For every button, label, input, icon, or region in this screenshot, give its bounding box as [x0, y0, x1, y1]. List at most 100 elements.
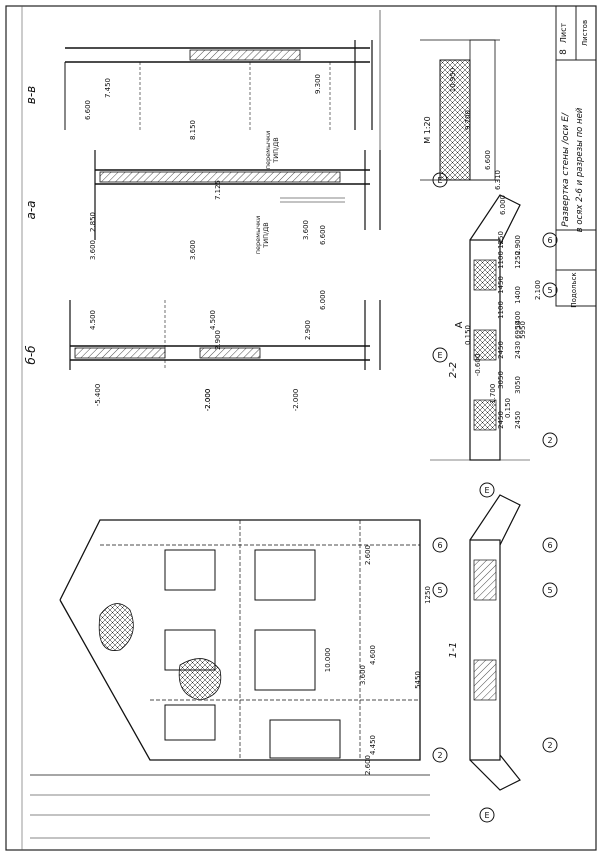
dimension-label: 6950 — [514, 321, 522, 339]
dimension-label: 2450 — [514, 411, 522, 429]
axis-label: Е — [484, 486, 489, 495]
axis-label: 2 — [437, 751, 442, 760]
title-line-2: в осях 2-6 и разрезы по ней — [575, 107, 585, 232]
note-lintel-2: ТИП/ДВ — [272, 137, 280, 163]
section-label-aa: а-а — [24, 200, 38, 219]
plan-11 — [469, 494, 521, 791]
plan-label-22: 2-2 — [448, 362, 459, 378]
dimension-label: 9.300 — [314, 74, 322, 94]
axis-label: 2 — [547, 741, 552, 750]
dimension-label: 6.600 — [484, 150, 492, 170]
dimension-label: 2450 — [497, 341, 505, 359]
axis-label: 2 — [547, 436, 552, 445]
axis-label: Е — [437, 176, 442, 185]
sheet-frame — [5, 5, 597, 851]
stone-patch — [98, 603, 134, 651]
dimension-label: 0.150 — [504, 398, 512, 418]
dimension-label: 4.600 — [369, 645, 377, 665]
axis-label: 5 — [437, 586, 442, 595]
wall-detail — [420, 39, 500, 181]
dimension-label: 1250 — [497, 231, 505, 249]
dimension-label: 2430 — [514, 341, 522, 359]
axis-label: 6 — [547, 541, 552, 550]
dimension-label: -1.700 — [489, 384, 497, 407]
scale-mark: М 1:20 — [423, 116, 432, 143]
note-lintel-3: перемычки — [254, 216, 262, 254]
dimension-label: 8.150 — [189, 120, 197, 140]
window — [254, 549, 316, 601]
plan-22 — [430, 194, 530, 461]
dimension-label: 1100 — [497, 301, 505, 319]
section-label-bb: б-б — [24, 345, 38, 365]
dimension-label: 3.600 — [302, 220, 310, 240]
dimension-label: 2.900 — [514, 235, 522, 255]
dimension-label: 5450 — [414, 671, 422, 689]
note-lintel-1: перемычки — [264, 131, 272, 169]
dimension-label: 7.125 — [214, 180, 222, 200]
section-label-vv: в-в — [24, 86, 38, 104]
dimension-label: 3050 — [497, 371, 505, 389]
dimension-label: 10.950 — [449, 68, 457, 93]
window — [254, 629, 316, 691]
dimension-label: 3050 — [514, 376, 522, 394]
section-bb — [69, 300, 381, 370]
dimension-label: 10.000 — [324, 648, 332, 673]
dimension-label: 1400 — [514, 311, 522, 329]
dimension-label: 3.600 — [189, 240, 197, 260]
dimension-labels: 7.450 6.600 3.600 -5.400 2.850 4.500 -2.000 8.1… — [84, 68, 542, 775]
wall-elevation — [30, 519, 430, 839]
section-aa — [94, 150, 381, 240]
axis-label: 5 — [547, 286, 552, 295]
plan-label-11: 1-1 — [448, 642, 459, 658]
dimension-label: 2450 — [497, 411, 505, 429]
dimension-label: 2.100 — [534, 280, 542, 300]
title-line-1: Развертка стены /оси Е/ — [561, 112, 571, 227]
sheet-count-label: Листов — [581, 20, 589, 46]
dimension-label: -2.000 — [204, 389, 212, 412]
dimension-label: 1250 — [514, 251, 522, 269]
dimension-label: 2.850 — [89, 212, 97, 232]
organization-label: Подольск — [570, 272, 578, 307]
axis-label: Е — [437, 351, 442, 360]
dimension-label: 7.450 — [104, 78, 112, 98]
dimension-label: 4.500 — [209, 310, 217, 330]
dimension-label: 2.900 — [304, 320, 312, 340]
axis-markers: Е Е 2 5 6 5 6 2 2 5 6 Е Е — [432, 172, 558, 823]
dimension-label: 1450 — [497, 276, 505, 294]
axis-label: 6 — [437, 541, 442, 550]
sheet-number: 8 — [559, 49, 569, 55]
dimension-label: 6.600 — [84, 100, 92, 120]
note-lintel-4: ТИП/ДВ — [262, 222, 270, 248]
dimension-label: 0.150 — [464, 325, 472, 345]
dimension-label: 1250 — [424, 586, 432, 604]
axis-label: Е — [484, 811, 489, 820]
dimension-label: 4.450 — [369, 735, 377, 755]
dimension-label: 3.600 — [359, 665, 367, 685]
dimension-label: 6.000 — [499, 195, 507, 215]
section-vv — [64, 10, 381, 160]
dimension-label: -2.000 — [292, 389, 300, 412]
window — [164, 704, 216, 741]
dimension-label: 2.900 — [214, 330, 222, 350]
dimension-label: 6.600 — [319, 225, 327, 245]
stone-patch — [178, 658, 222, 701]
dimension-label: -0.600 — [474, 354, 482, 377]
dimension-label: 6.310 — [494, 170, 502, 190]
title-block: Лист 8 Листов Развертка стены /оси Е/ в … — [555, 5, 597, 308]
dimension-label: 1100 — [497, 251, 505, 269]
dimension-label: 1400 — [514, 286, 522, 304]
dimension-label: 5950 — [519, 321, 527, 339]
dimension-label: 2.600 — [364, 755, 372, 775]
dimension-label: 3.600 — [89, 240, 97, 260]
dimension-label: -2.000 — [204, 389, 212, 412]
sheet-label: Лист — [559, 23, 568, 44]
dimension-label: -5.400 — [94, 384, 102, 407]
mark-a: А — [454, 321, 465, 328]
axis-label: 5 — [547, 586, 552, 595]
dimension-label: 2.600 — [364, 545, 372, 565]
dimension-label: 6.000 — [319, 290, 327, 310]
window — [164, 549, 216, 591]
dimension-label: 9.700 — [464, 110, 472, 130]
axis-label: 6 — [547, 236, 552, 245]
